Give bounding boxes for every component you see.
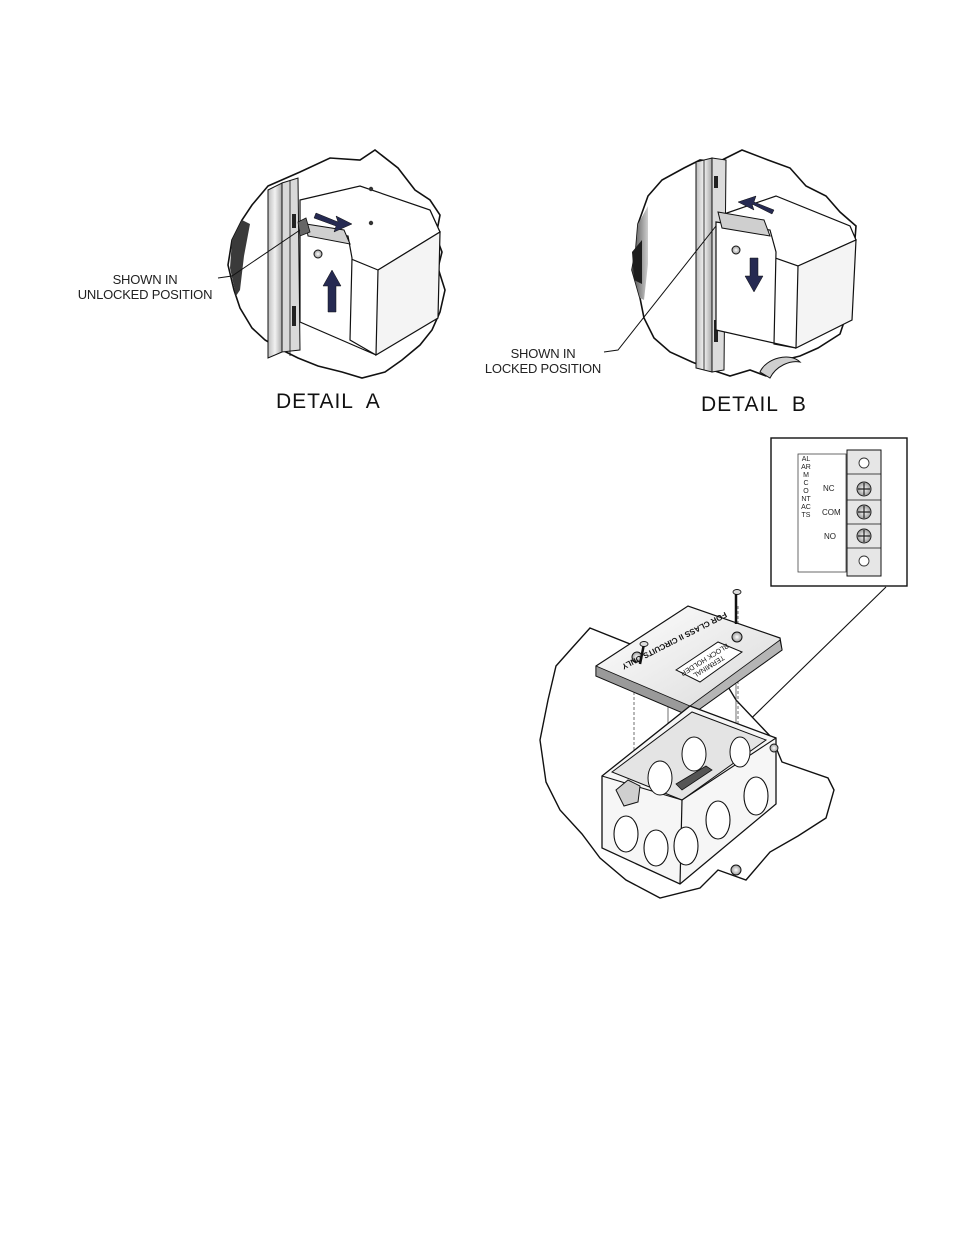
detail-b-callout-line2: LOCKED POSITION <box>480 361 606 376</box>
detail-a-callout: SHOWN IN UNLOCKED POSITION <box>72 272 218 302</box>
detail-b-callout-line1: SHOWN IN <box>480 346 606 361</box>
terminal-label-nc: NC <box>823 484 835 493</box>
detail-b-illustration <box>604 150 856 378</box>
detail-a-callout-line1: SHOWN IN <box>72 272 218 287</box>
alarm-contacts-label: ALARM CONTACTS <box>801 456 811 520</box>
detail-a-callout-line2: UNLOCKED POSITION <box>72 287 218 302</box>
detail-b-title: DETAIL B <box>701 393 807 417</box>
detail-a-illustration <box>218 150 445 378</box>
detail-a-title: DETAIL A <box>276 390 381 414</box>
detail-b-callout: SHOWN IN LOCKED POSITION <box>480 346 606 376</box>
terminal-label-no: NO <box>824 532 836 541</box>
terminal-label-com: COM <box>822 508 841 517</box>
